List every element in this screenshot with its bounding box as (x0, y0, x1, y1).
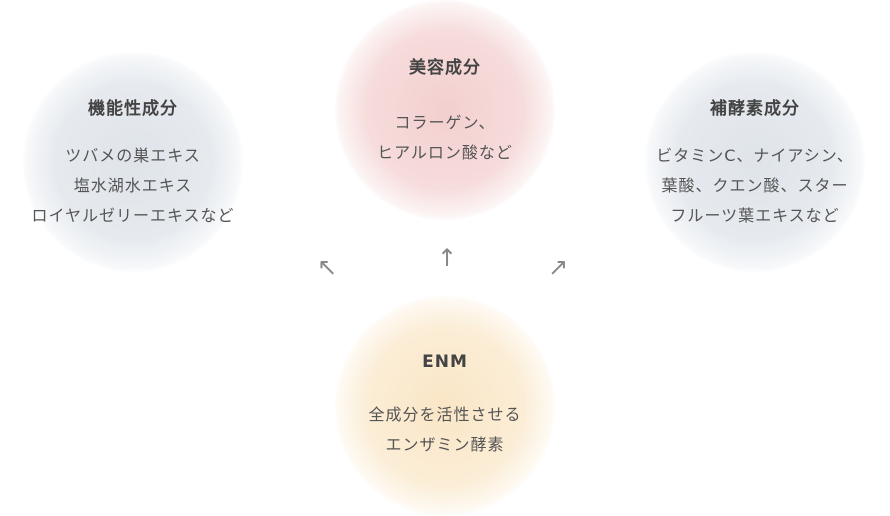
arrow-up-icon: ↑ (437, 244, 458, 272)
circle-line: フルーツ葉エキスなど (670, 205, 840, 225)
arrow-up-right-icon: ↗ (548, 253, 569, 281)
circle-title: 美容成分 (409, 57, 481, 78)
enm-circle: ENM 全成分を活性させる エンザミン酵素 (335, 296, 555, 516)
circle-line: コラーゲン、 (394, 112, 496, 132)
circle-line: ロイヤルゼリーエキスなど (31, 205, 235, 225)
circle-line: 葉酸、クエン酸、スター (661, 175, 849, 195)
functional-ingredients-circle: 機能性成分 ツバメの巣エキス 塩水湖水エキス ロイヤルゼリーエキスなど (23, 52, 243, 272)
circle-line: ヒアルロン酸など (377, 142, 513, 162)
beauty-ingredients-circle: 美容成分 コラーゲン、 ヒアルロン酸など (335, 0, 555, 220)
circle-title: 機能性成分 (88, 98, 178, 119)
circle-title: ENM (422, 352, 468, 372)
circle-line: ビタミンC、ナイアシン、 (656, 145, 854, 165)
coenzyme-ingredients-circle: 補酵素成分 ビタミンC、ナイアシン、 葉酸、クエン酸、スター フルーツ葉エキスな… (645, 52, 865, 272)
circle-line: エンザミン酵素 (385, 435, 505, 454)
circle-title: 補酵素成分 (710, 98, 800, 119)
arrow-up-left-icon: ↖ (317, 253, 338, 281)
circle-line: ツバメの巣エキス (65, 145, 201, 165)
circle-line: 全成分を活性させる (368, 405, 522, 424)
circle-line: 塩水湖水エキス (73, 175, 193, 195)
